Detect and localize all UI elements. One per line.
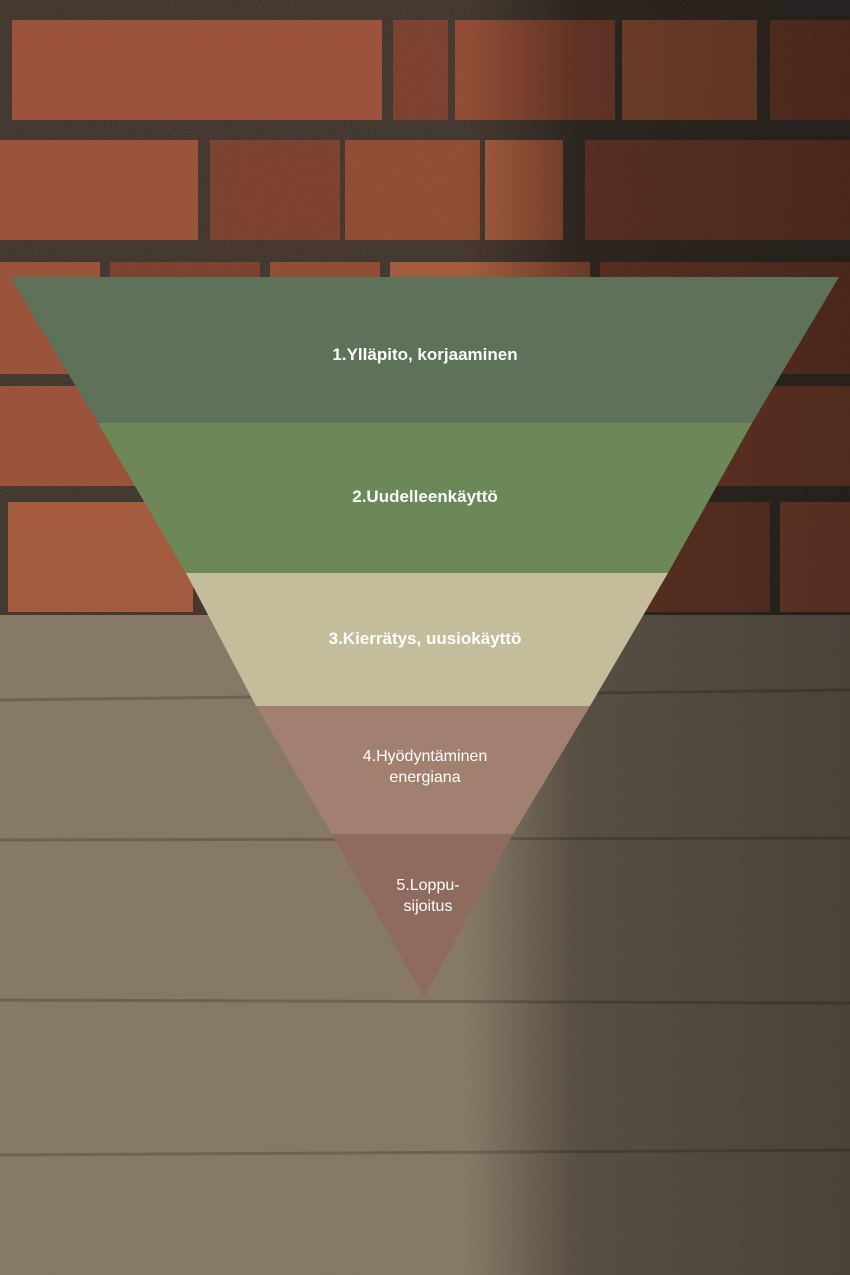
pyramid-level-2	[98, 423, 752, 573]
inverted-pyramid	[10, 277, 839, 997]
pyramid-level-4	[256, 706, 590, 834]
pyramid-level-1	[10, 277, 839, 423]
level-2-label: 2.Uudelleenkäyttö	[352, 487, 498, 506]
level-3-label: 3.Kierrätys, uusiokäyttö	[328, 629, 522, 648]
level-4-label: 4.Hyödyntäminen energiana	[362, 748, 488, 786]
level-5-label: 5.Loppu- sijoitus	[396, 877, 460, 915]
pyramid-level-3	[186, 573, 668, 706]
level-1-label: 1.Ylläpito, korjaaminen	[332, 345, 518, 364]
pyramid-level-5	[332, 834, 513, 997]
